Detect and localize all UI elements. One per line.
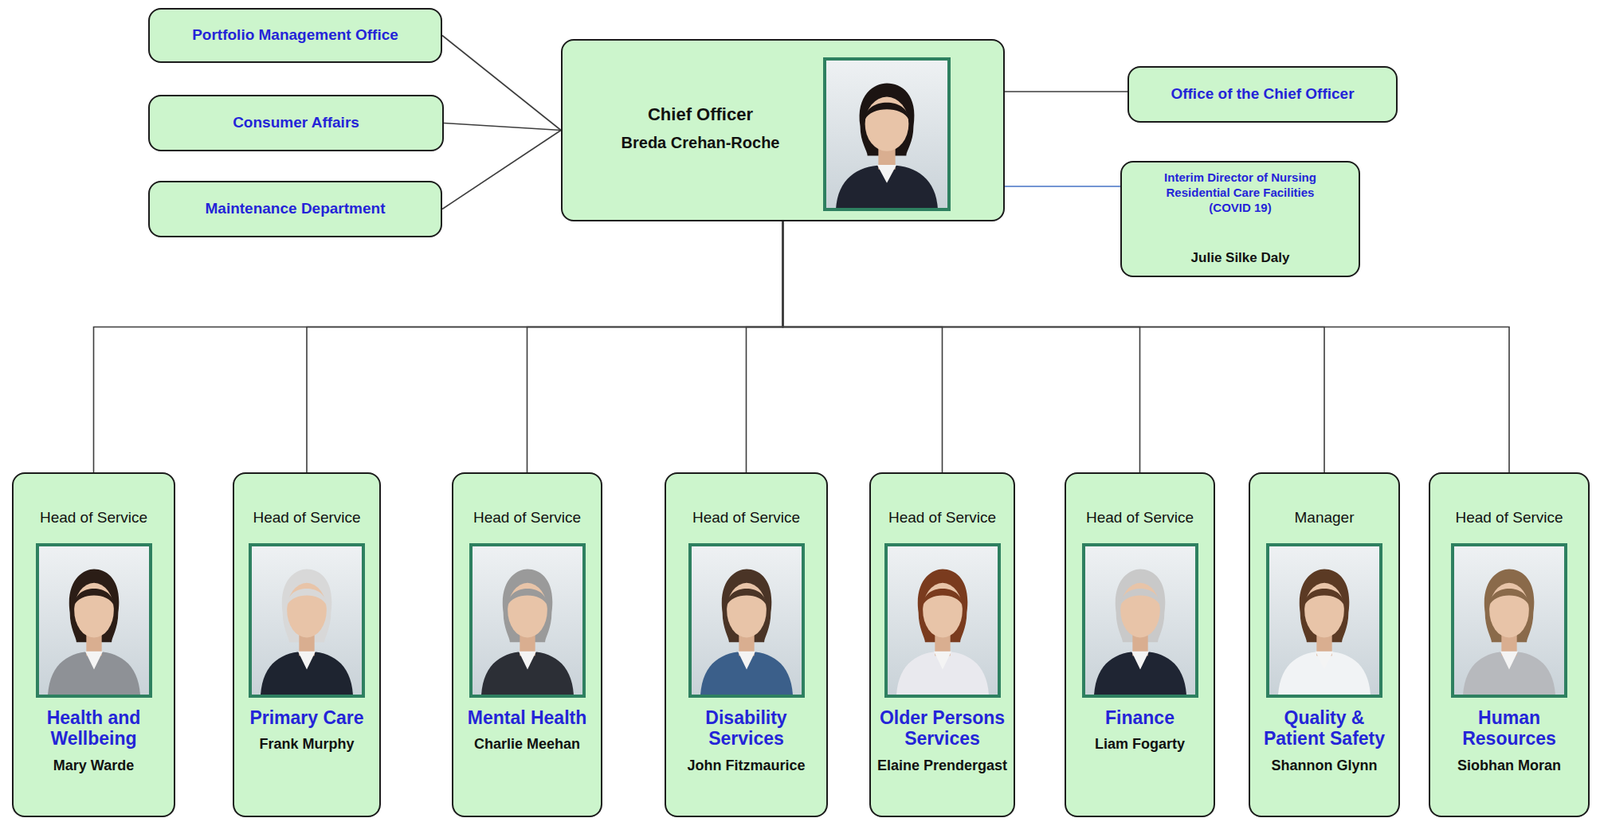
- role-title: Interim Director of Nursing Residential …: [1145, 170, 1337, 216]
- portrait-photo: [1266, 543, 1383, 699]
- org-box: Chief OfficerBreda Crehan-Roche: [560, 39, 1005, 222]
- portrait-figure: [826, 60, 948, 208]
- unit-name: Office of the Chief Officer: [1170, 85, 1354, 104]
- portrait-photo: [884, 543, 1001, 699]
- portrait-photo: [248, 543, 365, 699]
- role-label: Head of Service: [692, 509, 800, 528]
- service-box: Head of ServiceHealth and WellbeingMary …: [11, 472, 176, 818]
- unit-name: Disability Services: [670, 707, 822, 750]
- service-box: Head of ServiceOlder Persons ServicesEla…: [869, 472, 1016, 818]
- connector-line: [527, 221, 784, 473]
- role-label: Manager: [1294, 509, 1355, 528]
- portrait-figure: [472, 546, 583, 695]
- person-name: Liam Fogarty: [1094, 736, 1185, 754]
- portrait-photo: [1082, 543, 1199, 699]
- person-name: John Fitzmaurice: [686, 757, 805, 776]
- connector-line: [783, 221, 1141, 473]
- portrait-figure: [887, 546, 998, 695]
- org-box: Interim Director of Nursing Residential …: [1120, 160, 1361, 278]
- unit-name: Finance: [1105, 707, 1175, 729]
- service-box: Head of ServiceDisability ServicesJohn F…: [664, 472, 828, 818]
- unit-name: Quality & Patient Safety: [1254, 707, 1394, 750]
- portrait-figure: [1454, 546, 1565, 695]
- connector-line: [783, 221, 1326, 473]
- portrait-photo: [1450, 543, 1568, 699]
- connector-line: [442, 130, 561, 210]
- unit-name: Maintenance Department: [205, 200, 386, 219]
- service-box: Head of ServiceMental HealthCharlie Meeh…: [451, 472, 603, 818]
- portrait-image: [1085, 546, 1196, 695]
- connector-line: [442, 35, 561, 131]
- role-label: Head of Service: [1086, 509, 1194, 528]
- service-box: Head of ServiceHuman ResourcesSiobhan Mo…: [1428, 472, 1590, 818]
- portrait-image: [887, 546, 998, 695]
- role-label: Head of Service: [252, 509, 361, 528]
- role-title: Chief Officer: [572, 104, 828, 126]
- org-box: Office of the Chief Officer: [1127, 66, 1398, 123]
- person-name: Charlie Meehan: [474, 736, 581, 754]
- org-box: Consumer Affairs: [148, 94, 444, 152]
- person-name: Breda Crehan-Roche: [572, 133, 828, 153]
- portrait-image: [1269, 546, 1380, 695]
- connector-line: [746, 221, 784, 473]
- portrait-image: [1454, 546, 1565, 695]
- portrait-image: [251, 546, 362, 695]
- person-name: Mary Warde: [53, 757, 134, 776]
- org-box: Maintenance Department: [148, 180, 443, 238]
- connector-line: [94, 221, 784, 473]
- connector-line: [1004, 185, 1121, 188]
- role-label: Head of Service: [39, 509, 148, 528]
- portrait-figure: [39, 546, 150, 695]
- unit-name: Older Persons Services: [875, 707, 1009, 750]
- connector-line: [443, 123, 561, 131]
- role-label: Head of Service: [473, 509, 581, 528]
- portrait-figure: [1085, 546, 1196, 695]
- person-name: Elaine Prendergast: [877, 757, 1008, 776]
- unit-name: Human Resources: [1435, 707, 1584, 750]
- portrait-photo: [823, 57, 951, 212]
- person-name: Frank Murphy: [258, 736, 354, 754]
- text-column: Chief OfficerBreda Crehan-Roche: [572, 104, 828, 153]
- unit-name: Primary Care: [249, 707, 364, 729]
- portrait-figure: [691, 546, 802, 695]
- service-box: Head of ServiceFinanceLiam Fogarty: [1064, 472, 1216, 818]
- portrait-figure: [1269, 546, 1380, 695]
- connector-line: [783, 221, 943, 473]
- portrait-photo: [35, 543, 153, 699]
- portrait-figure: [251, 546, 362, 695]
- role-label: Head of Service: [888, 509, 997, 528]
- role-label: Head of Service: [1454, 509, 1563, 528]
- service-box: ManagerQuality & Patient SafetyShannon G…: [1248, 472, 1400, 818]
- unit-name: Consumer Affairs: [232, 113, 360, 133]
- person-name: Siobhan Moran: [1457, 757, 1561, 776]
- portrait-image: [472, 546, 583, 695]
- portrait-photo: [469, 543, 586, 699]
- connector-line: [306, 221, 784, 473]
- portrait-image: [691, 546, 802, 695]
- person-name: Shannon Glynn: [1271, 757, 1378, 776]
- unit-name: Mental Health: [467, 707, 588, 729]
- portrait-photo: [688, 543, 805, 699]
- unit-name: Health and Wellbeing: [18, 707, 169, 750]
- service-box: Head of ServicePrimary CareFrank Murphy: [232, 472, 381, 818]
- person-name: Julie Silke Daly: [1191, 250, 1291, 267]
- portrait-image: [39, 546, 150, 695]
- portrait-image: [826, 60, 948, 208]
- unit-name: Portfolio Management Office: [192, 26, 399, 45]
- org-box: Portfolio Management Office: [148, 7, 443, 63]
- connector-line: [1004, 90, 1128, 93]
